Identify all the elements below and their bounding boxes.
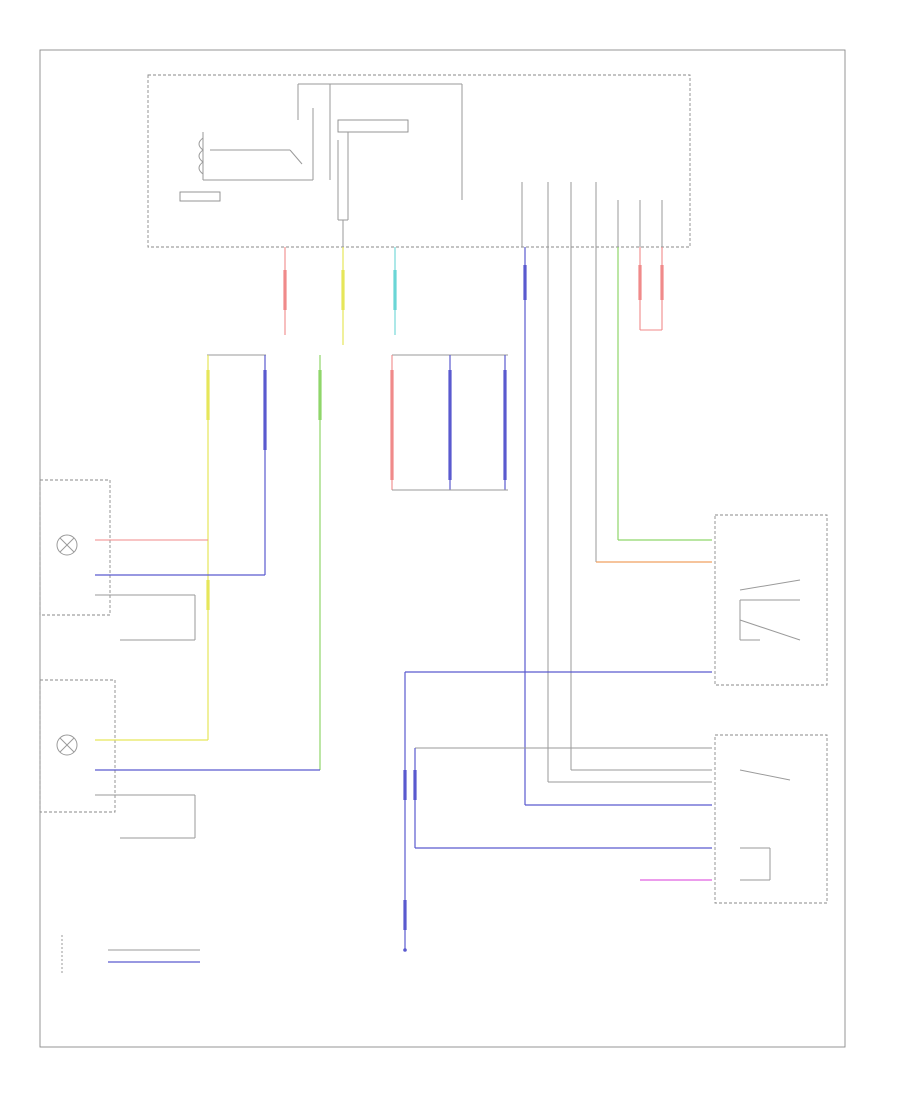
fuse-relay-box (147, 74, 691, 248)
diagram-frame (39, 49, 846, 1048)
relay-switch-contact (289, 149, 303, 165)
multifunction-switch (714, 514, 828, 686)
right-headlamp-bulb-icon (56, 734, 78, 756)
right-headlamp (39, 679, 320, 839)
relay-coil (198, 137, 204, 175)
headlamp-switch (714, 734, 828, 904)
left-headlamp-bulb-icon (56, 534, 78, 556)
instrument-cluster (61, 935, 200, 975)
left-headlamp (39, 479, 265, 641)
fuse-box-output-wires (283, 247, 712, 806)
splice-center (390, 354, 508, 491)
splice-top (206, 354, 322, 770)
